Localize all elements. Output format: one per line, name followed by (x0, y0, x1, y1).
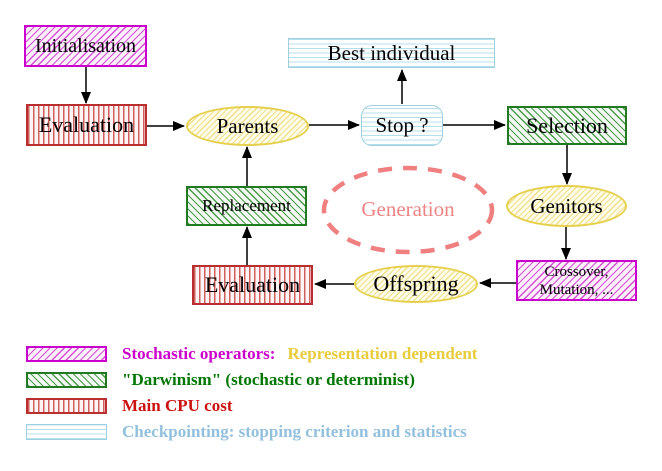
green-hatch-swatch (26, 372, 107, 388)
node-crossover-mutation: Crossover, Mutation, ... (516, 260, 637, 301)
node-parents: Parents (186, 106, 309, 146)
node-replacement: Replacement (186, 186, 307, 226)
legend-label-cpu-cost: Main CPU cost (122, 396, 233, 415)
legend-label-checkpointing: Checkpointing: stopping criterion and st… (122, 422, 467, 441)
node-stop: Stop ? (361, 105, 443, 146)
node-evaluation-top: Evaluation (26, 104, 147, 146)
crossover-line: Crossover, (544, 263, 609, 280)
mutation-line: Mutation, ... (539, 281, 614, 298)
red-hatch-swatch (26, 398, 107, 414)
generation-label: Generation (361, 197, 455, 221)
node-offspring: Offspring (354, 265, 478, 303)
node-genitors: Genitors (506, 185, 627, 227)
legend-item-main-cpu-cost: Main CPU cost (26, 396, 233, 415)
node-evaluation-bottom: Evaluation (192, 265, 313, 305)
cyan-hatch-swatch (26, 424, 107, 440)
legend-label-darwinism: "Darwinism" (stochastic or determinist) (122, 370, 415, 389)
node-initialisation: Initialisation (24, 25, 147, 67)
legend-item-checkpointing: Checkpointing: stopping criterion and st… (26, 422, 467, 441)
legend-label-representation: Representation dependent (287, 344, 478, 363)
legend-label-stochastic: Stochastic operators: (122, 344, 276, 363)
node-best-individual: Best individual (288, 38, 495, 68)
legend-item-darwinism: "Darwinism" (stochastic or determinist) (26, 370, 415, 389)
magenta-hatch-swatch (26, 346, 107, 362)
node-selection: Selection (507, 106, 627, 145)
legend-item-stochastic-operators: Stochastic operators: Representation dep… (26, 344, 478, 363)
